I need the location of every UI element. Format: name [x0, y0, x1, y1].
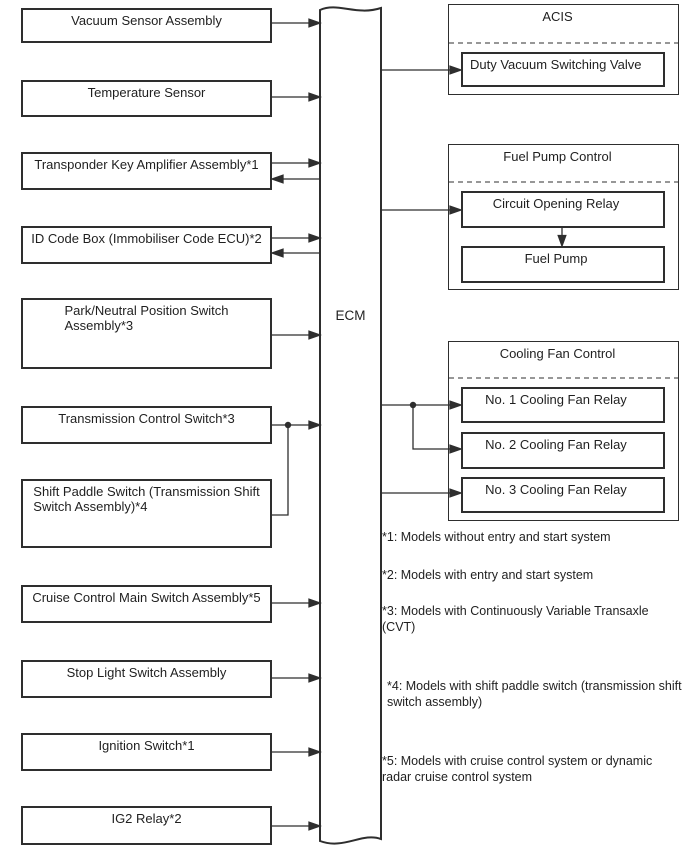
footnote-1: *1: Models without entry and start syste… [382, 530, 611, 546]
output-group-title: Cooling Fan Control [499, 346, 616, 361]
footnote-line: *3: Models with Continuously Variable Tr… [382, 604, 649, 618]
input-label: Transmission Control Switch*3 [58, 411, 235, 426]
input-box-cruise-control-main-switch: Cruise Control Main Switch Assembly*5 [21, 585, 272, 623]
input-label-line1: Shift Paddle Switch (Transmission Shift [33, 484, 260, 499]
input-label-line2: Switch Assembly)*4 [33, 499, 148, 514]
footnote-5: *5: Models with cruise control system or… [382, 754, 652, 785]
footnote-line: *2: Models with entry and start system [382, 568, 594, 582]
input-label: IG2 Relay*2 [111, 811, 182, 826]
dashed-dividers [449, 42, 678, 379]
input-label: Transponder Key Amplifier Assembly*1 [34, 157, 259, 172]
actuator-label: Fuel Pump [524, 251, 588, 266]
actuator-box-no3-cooling-fan-relay: No. 3 Cooling Fan Relay [461, 477, 665, 513]
actuator-box-circuit-opening-relay: Circuit Opening Relay [461, 191, 665, 228]
input-box-shift-paddle-switch: Shift Paddle Switch (Transmission Shift … [21, 479, 272, 548]
input-box-transponder-key-amplifier: Transponder Key Amplifier Assembly*1 [21, 152, 272, 190]
input-label: Ignition Switch*1 [98, 738, 195, 753]
footnote-3: *3: Models with Continuously Variable Tr… [382, 604, 649, 635]
footnote-2: *2: Models with entry and start system [382, 568, 593, 584]
footnote-line: (CVT) [382, 619, 416, 634]
actuator-box-no1-cooling-fan-relay: No. 1 Cooling Fan Relay [461, 387, 665, 423]
output-group-title: Fuel Pump Control [503, 149, 612, 164]
footnote-line: switch assembly) [387, 694, 483, 709]
input-box-ig2-relay: IG2 Relay*2 [21, 806, 272, 845]
input-label-line2: Assembly*3 [64, 318, 134, 333]
footnote-line: *5: Models with cruise control system or… [382, 754, 653, 768]
footnote-4: *4: Models with shift paddle switch (tra… [387, 679, 682, 710]
input-label: Stop Light Switch Assembly [66, 665, 227, 680]
footnote-line: *1: Models without entry and start syste… [382, 530, 611, 544]
ecm-label: ECM [335, 308, 366, 323]
actuator-box-no2-cooling-fan-relay: No. 2 Cooling Fan Relay [461, 432, 665, 469]
input-box-temperature-sensor: Temperature Sensor [21, 80, 272, 117]
input-arrows [270, 18, 322, 831]
actuator-label: Duty Vacuum Switching Valve [470, 57, 642, 72]
junction-dot-left [284, 421, 292, 429]
input-label: Vacuum Sensor Assembly [71, 13, 222, 28]
actuator-label: No. 3 Cooling Fan Relay [485, 482, 627, 497]
actuator-label: No. 1 Cooling Fan Relay [485, 392, 627, 407]
shift-paddle-merge-line [272, 425, 289, 516]
actuator-box-fuel-pump: Fuel Pump [461, 246, 665, 283]
output-group-fuel-pump-control: Fuel Pump Control [448, 144, 679, 290]
input-box-ignition-switch: Ignition Switch*1 [21, 733, 272, 771]
actuator-box-duty-vacuum-switching-valve: Duty Vacuum Switching Valve [461, 52, 665, 87]
input-box-transmission-control-switch: Transmission Control Switch*3 [21, 406, 272, 444]
input-box-vacuum-sensor-assembly: Vacuum Sensor Assembly [21, 8, 272, 43]
actuator-label: Circuit Opening Relay [492, 196, 620, 211]
output-arrows [381, 65, 567, 498]
input-box-id-code-box: ID Code Box (Immobiliser Code ECU)*2 [21, 226, 272, 264]
input-box-stop-light-switch: Stop Light Switch Assembly [21, 660, 272, 698]
ecm-box-outline [319, 6, 382, 845]
input-label-line1: Park/Neutral Position Switch [64, 303, 229, 318]
input-label: Cruise Control Main Switch Assembly*5 [32, 590, 261, 605]
footnote-line: *4: Models with shift paddle switch (tra… [387, 679, 682, 693]
footnote-line: radar cruise control system [382, 769, 533, 784]
output-group-acis: ACIS [448, 4, 679, 95]
output-group-title: ACIS [542, 9, 573, 24]
output-group-cooling-fan-control: Cooling Fan Control [448, 341, 679, 521]
actuator-label: No. 2 Cooling Fan Relay [485, 437, 627, 452]
input-label: ID Code Box (Immobiliser Code ECU)*2 [31, 231, 262, 246]
input-box-park-neutral-position-switch: Park/Neutral Position Switch Assembly*3 [21, 298, 272, 369]
input-label: Temperature Sensor [87, 85, 206, 100]
